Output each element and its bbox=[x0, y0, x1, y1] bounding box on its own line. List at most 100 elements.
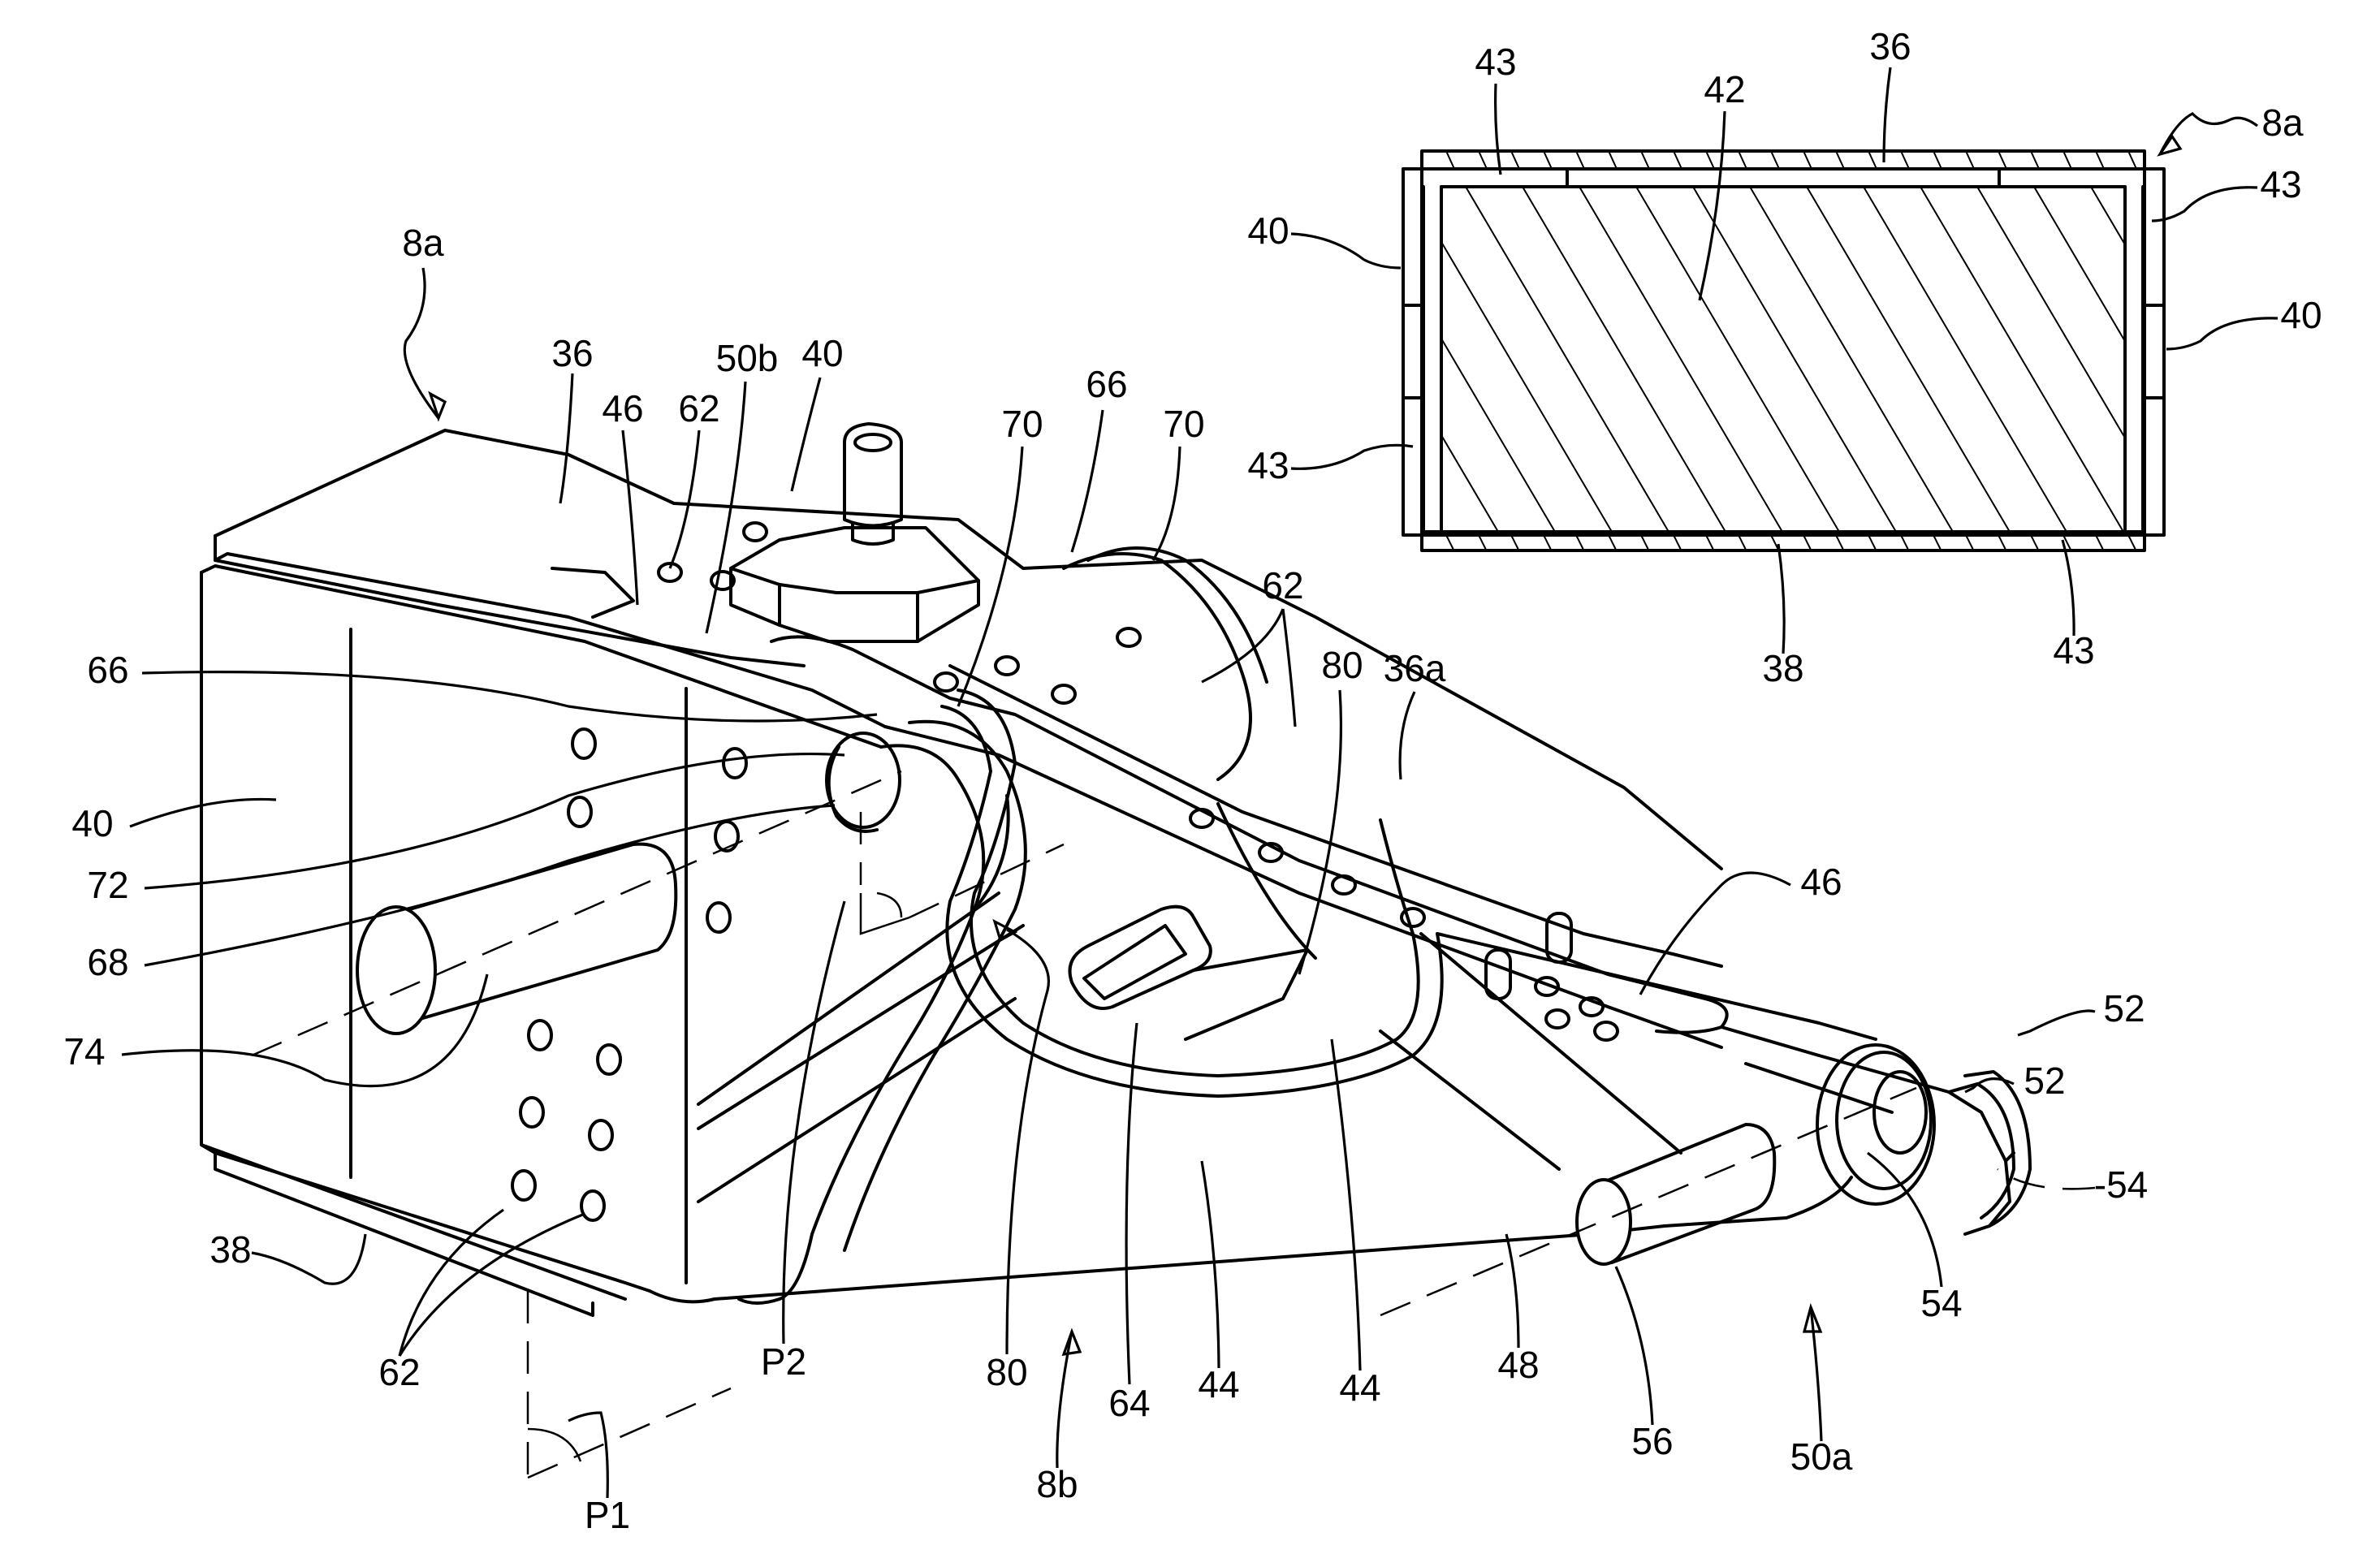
section-labels: 43 36 42 8a 40 43 40 43 38 43 bbox=[1247, 25, 2322, 689]
plate-hatch-line bbox=[1770, 151, 1780, 169]
core-hatch-line bbox=[1863, 187, 2067, 532]
core-hatch-line bbox=[1976, 187, 2125, 440]
pin-56 bbox=[1575, 1123, 1777, 1266]
plate-hatch-line bbox=[1510, 151, 1520, 169]
label-8a: 8a bbox=[2261, 101, 2304, 144]
label-38: 38 bbox=[1762, 647, 1803, 689]
plate-hatch-line bbox=[1998, 535, 2007, 551]
plate-hatch-line bbox=[1478, 151, 1488, 169]
plate-hatch-line bbox=[1835, 535, 1845, 551]
label-43-bl: 43 bbox=[1247, 444, 1289, 486]
core-hatch-line bbox=[1441, 434, 1499, 532]
label-50b: 50b bbox=[716, 337, 779, 379]
clamp-bolt bbox=[729, 422, 980, 643]
plate-hatch-line bbox=[1510, 535, 1520, 551]
label-52-b: 52 bbox=[2103, 987, 2145, 1029]
plate-hatch-line bbox=[1803, 535, 1812, 551]
plate-hatch-line bbox=[1965, 151, 1975, 169]
label-66-left: 66 bbox=[87, 649, 128, 691]
plate-hatch-line bbox=[2030, 151, 2040, 169]
label-43-br: 43 bbox=[2053, 629, 2094, 671]
plate-hatch-line bbox=[1868, 535, 1877, 551]
core-hatch-line bbox=[1692, 187, 1897, 532]
plate-hatch-line bbox=[1575, 535, 1585, 551]
plate-hatch-line bbox=[1835, 151, 1845, 169]
label-P1: P1 bbox=[585, 1494, 630, 1536]
eye-50a bbox=[1816, 1043, 2032, 1228]
plate-hatch-line bbox=[2127, 151, 2137, 169]
core-hatch-line bbox=[1579, 187, 1783, 532]
plate-hatch-line bbox=[1705, 535, 1715, 551]
label-70-b: 70 bbox=[1163, 403, 1204, 445]
plate-hatch-line bbox=[1543, 151, 1553, 169]
plate-hatch-line bbox=[1738, 151, 1747, 169]
plate-hatch-line bbox=[1640, 151, 1650, 169]
plate-hatch-line bbox=[1933, 535, 1942, 551]
plate-hatch-line bbox=[1900, 535, 1910, 551]
perspective-labels: 8a 36 46 62 50b 40 70 66 70 62 80 36a 66… bbox=[63, 222, 2148, 1536]
core-hatch-line bbox=[1522, 187, 1726, 532]
label-43-tl: 43 bbox=[1475, 41, 1516, 83]
plate-hatch-line bbox=[2063, 535, 2072, 551]
upper-arm bbox=[551, 567, 2015, 1236]
section-leader-lines bbox=[1290, 67, 2278, 654]
section-view: /* placeholder */ 43 bbox=[1247, 25, 2322, 689]
label-62-mid: 62 bbox=[1262, 564, 1303, 606]
plate-hatch-line bbox=[1445, 535, 1455, 551]
label-44-b: 44 bbox=[1339, 1366, 1380, 1409]
slot-64 bbox=[1068, 904, 1309, 1041]
label-68: 68 bbox=[87, 941, 128, 983]
label-40-top: 40 bbox=[801, 332, 843, 374]
plate-hatch-line bbox=[1608, 151, 1618, 169]
plate-hatch-line bbox=[1575, 151, 1585, 169]
plate-hatch-line bbox=[1998, 151, 2007, 169]
label-80-mid: 80 bbox=[1321, 644, 1363, 686]
plate-hatch-line bbox=[1705, 151, 1715, 169]
label-50a: 50a bbox=[1790, 1435, 1853, 1478]
label-40-r: 40 bbox=[2280, 294, 2322, 336]
plate-hatch-line bbox=[1673, 535, 1682, 551]
label-54-dash: -54 bbox=[2094, 1163, 2148, 1206]
core-hatch-line bbox=[1806, 187, 2011, 532]
core-hatch-line bbox=[1635, 187, 1840, 532]
plate-hatch-line bbox=[1933, 151, 1942, 169]
label-36-top: 36 bbox=[551, 332, 593, 374]
label-44-a: 44 bbox=[1198, 1363, 1239, 1405]
perspective-view: 8a 36 46 62 50b 40 70 66 70 62 80 36a 66… bbox=[63, 222, 2148, 1536]
label-8a-top: 8a bbox=[402, 222, 444, 264]
label-72: 72 bbox=[87, 864, 128, 906]
core-hatch-line bbox=[1920, 187, 2124, 532]
leader-lines bbox=[121, 267, 2096, 1499]
core-hatch-line bbox=[2090, 187, 2125, 247]
label-56: 56 bbox=[1631, 1420, 1673, 1462]
core-hatch-line bbox=[2033, 187, 2125, 343]
plate-hatch-line bbox=[1543, 535, 1553, 551]
pivot-eye bbox=[737, 719, 1027, 1305]
label-36a: 36a bbox=[1384, 647, 1446, 689]
label-48: 48 bbox=[1497, 1344, 1539, 1386]
label-36: 36 bbox=[1869, 25, 1911, 67]
label-62-bottom: 62 bbox=[378, 1351, 420, 1393]
plate-hatch-line bbox=[1478, 535, 1488, 551]
plate-hatch-line bbox=[2127, 535, 2137, 551]
label-80-bottom: 80 bbox=[986, 1351, 1027, 1393]
label-52-a: 52 bbox=[2024, 1060, 2065, 1102]
plate-hatch-line bbox=[2030, 535, 2040, 551]
label-P2: P2 bbox=[761, 1340, 806, 1383]
core-hatch-line bbox=[1441, 240, 1613, 532]
lower-web bbox=[648, 891, 1877, 1304]
side-plates bbox=[1402, 167, 2166, 537]
plate-hatch-line bbox=[1738, 535, 1747, 551]
plate-hatch-line bbox=[2095, 535, 2105, 551]
plate-hatch-line bbox=[1445, 151, 1455, 169]
label-46-right: 46 bbox=[1800, 861, 1842, 903]
label-74: 74 bbox=[63, 1030, 105, 1073]
label-42: 42 bbox=[1704, 68, 1745, 110]
label-40-left: 40 bbox=[71, 802, 113, 844]
plate-hatch-line bbox=[2095, 151, 2105, 169]
label-8b: 8b bbox=[1036, 1463, 1078, 1505]
label-40-l: 40 bbox=[1247, 209, 1289, 252]
core-hatch-line bbox=[1441, 337, 1556, 532]
plate-hatch-line bbox=[1640, 535, 1650, 551]
label-43-tr: 43 bbox=[2260, 163, 2301, 205]
